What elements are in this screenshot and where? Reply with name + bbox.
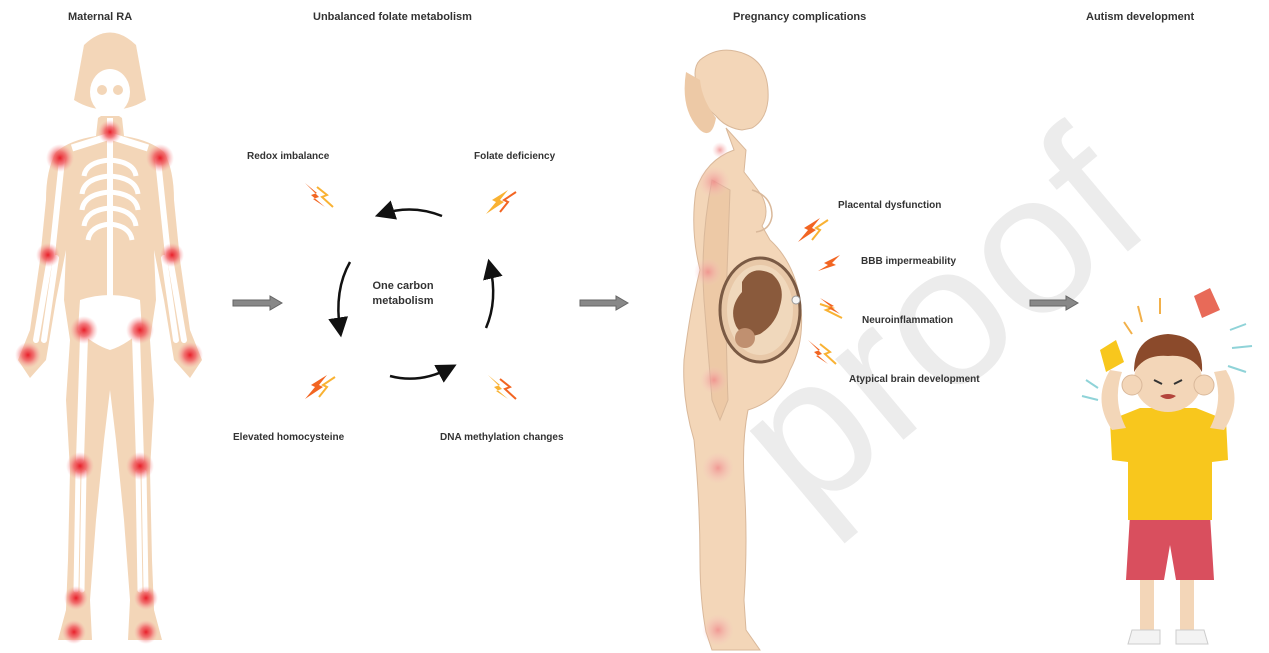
center-one-carbon-metabolism: One carbon metabolism	[368, 279, 438, 309]
label-redox-imbalance: Redox imbalance	[247, 151, 329, 162]
label-dna-methylation: DNA methylation changes	[440, 432, 564, 443]
label-elevated-homocysteine: Elevated homocysteine	[233, 432, 344, 443]
gray-arrows	[233, 296, 1078, 310]
label-bbb-impermeability: BBB impermeability	[861, 256, 956, 267]
maternal-ra-body	[15, 33, 203, 645]
center-line-2: metabolism	[368, 294, 438, 309]
label-placental-dysfunction: Placental dysfunction	[838, 200, 941, 211]
boy	[1082, 288, 1252, 644]
label-folate-deficiency: Folate deficiency	[474, 151, 555, 162]
label-neuroinflammation: Neuroinflammation	[862, 315, 953, 326]
pregnant-woman	[684, 50, 802, 650]
lightning-bolts-pregnancy	[798, 218, 842, 364]
label-atypical-brain-development: Atypical brain development	[849, 374, 980, 385]
center-line-1: One carbon	[368, 279, 438, 294]
